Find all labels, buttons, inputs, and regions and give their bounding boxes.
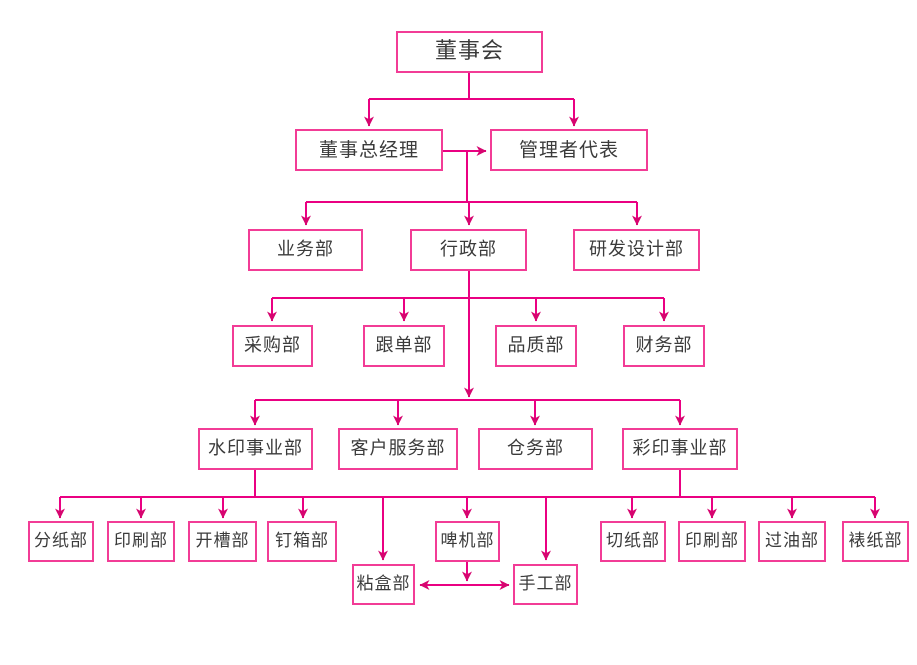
node-paper-mounting: 裱纸部 xyxy=(842,521,909,562)
node-managing-director: 董事总经理 xyxy=(295,129,443,171)
node-box-gluing: 粘盒部 xyxy=(352,564,415,605)
node-color-print-div: 彩印事业部 xyxy=(622,428,738,470)
node-oil-coating: 过油部 xyxy=(758,521,826,562)
node-admin: 行政部 xyxy=(410,229,527,271)
edge-board-stem xyxy=(369,73,574,100)
node-printing-color: 印刷部 xyxy=(678,521,746,562)
node-box-stapling: 钉箱部 xyxy=(267,521,337,562)
node-paper-splitting: 分纸部 xyxy=(28,521,94,562)
node-paper-cutting: 切纸部 xyxy=(600,521,666,562)
node-slotting: 开槽部 xyxy=(188,521,257,562)
node-business: 业务部 xyxy=(248,229,363,271)
node-die-cutting: 啤机部 xyxy=(435,521,500,562)
node-customer-service: 客户服务部 xyxy=(338,428,458,470)
node-water-print-div: 水印事业部 xyxy=(198,428,313,470)
node-quality: 品质部 xyxy=(495,325,577,367)
node-order-follow: 跟单部 xyxy=(363,325,445,367)
node-management-rep: 管理者代表 xyxy=(490,129,648,171)
node-finance: 财务部 xyxy=(623,325,705,367)
node-printing-water: 印刷部 xyxy=(107,521,175,562)
node-rnd-design: 研发设计部 xyxy=(573,229,700,271)
node-warehouse: 仓务部 xyxy=(478,428,593,470)
node-purchasing: 采购部 xyxy=(232,325,313,367)
node-board: 董事会 xyxy=(396,31,543,73)
node-handwork: 手工部 xyxy=(513,564,578,605)
